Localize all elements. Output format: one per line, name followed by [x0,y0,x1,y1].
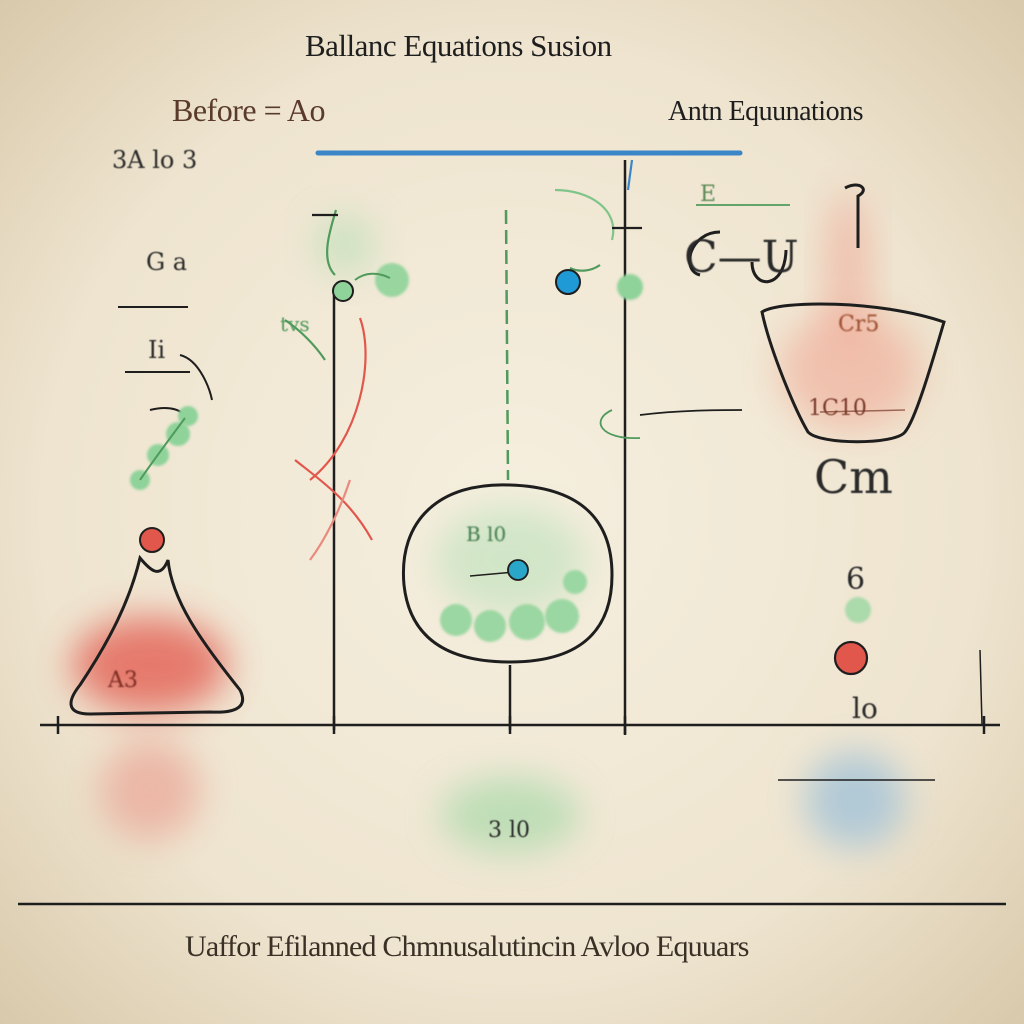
beaker-label-line [819,409,906,413]
right-c-stroke [688,230,721,277]
after-label: Antn Equunations [668,96,864,127]
vertical-posts [332,160,983,735]
round-flask [401,483,614,664]
scribble-bottom-center: 3 l0 [488,818,531,843]
hook-stroke [844,183,865,248]
scribble-right-lo: lo [852,692,878,725]
scribble-left-ii: Ii [148,336,166,364]
scribble-right-cu: C—U [684,232,799,283]
color-glows [72,190,920,853]
beaker-bowl [760,302,946,444]
scribble-tvs: tvs [280,312,310,336]
atoms [130,263,871,676]
scribble-right-six: 6 [846,562,866,597]
scribble-right-cm: Cm [814,450,893,504]
right-u-stroke [750,249,788,284]
before-label: Before = Ao [172,92,325,128]
scribble-left-ga: G a [146,248,188,276]
reaction-arrows [284,159,642,561]
scribble-bowl-bottom: 1C10 [808,396,867,421]
scribble-left-top: 3A lo 3 [112,146,198,174]
flask-shape [69,554,244,716]
right-annotation-lines [599,204,935,781]
scribble-right-e: E [700,182,717,207]
caption: Uaffor Efilanned Chmnusalutincin Avloo E… [185,930,749,963]
baseline [40,716,1000,734]
scribble-flask-label: A3 [108,668,138,693]
scribble-round-flask-label: B l0 [466,522,507,546]
scribble-bowl-top: Cr5 [838,312,880,337]
green-dashed-line [504,209,510,481]
page-title: Ballanc Equations Susion [305,28,612,63]
